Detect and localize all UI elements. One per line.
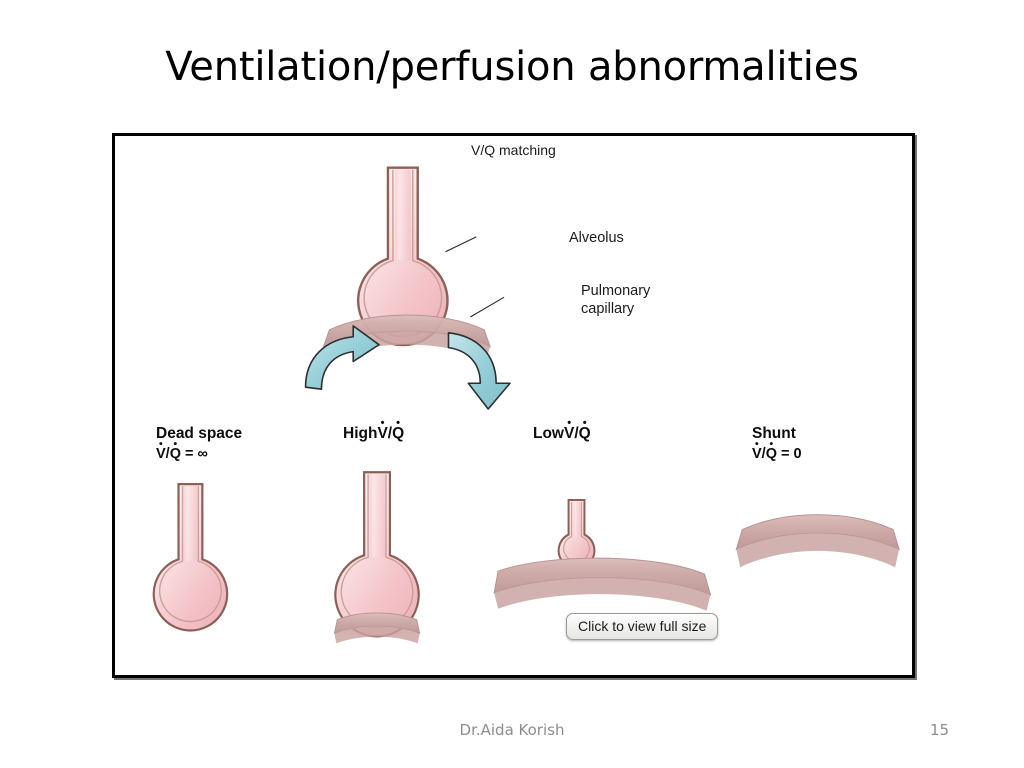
panel-dead-space-graphic: [149, 483, 230, 632]
footer-page-number: 15: [930, 721, 950, 739]
v-dot-icon: •: [755, 438, 759, 450]
q-dot-icon: •: [396, 417, 401, 430]
panel-label-shunt: Shunt •V/•Q = 0: [752, 425, 802, 462]
pulmonary-capillary-label-line1: Pulmonary: [581, 283, 651, 299]
q-dot-icon: •: [173, 438, 178, 450]
v-dot-icon: •: [159, 438, 163, 450]
page-title: Ventilation/perfusion abnormalities: [165, 44, 859, 90]
panel-label-high-vq: High•V/•Q: [343, 417, 405, 443]
vq-matching-title: V/Q matching: [471, 142, 556, 158]
capillary-leader-line: [470, 296, 505, 318]
panel-low-vq-graphic: [493, 498, 712, 611]
footer-author: Dr.Aida Korish: [459, 721, 565, 739]
panel-shunt-graphic: [735, 514, 900, 568]
dead-space-title: Dead space: [156, 425, 243, 442]
click-to-view-full-size-tooltip[interactable]: Click to view full size: [566, 613, 719, 640]
v-dot-icon: •: [380, 417, 385, 430]
vq-diagram: [149, 166, 900, 644]
q-dot-icon: •: [769, 438, 774, 450]
panel-high-vq-graphic: [332, 471, 421, 644]
figure-frame[interactable]: V/Q matching Alveolus Pulmonary capillar…: [112, 133, 915, 678]
panel-label-low-vq: Low•V/•Q: [533, 417, 591, 443]
pulmonary-capillary-label-line2: capillary: [581, 301, 635, 318]
blood-inflow-arrow: [304, 325, 380, 390]
v-dot-icon: •: [567, 417, 572, 430]
dead-space-ratio: •V/•Q = ∞: [156, 438, 208, 462]
blood-outflow-arrow: [447, 332, 511, 410]
shunt-title: Shunt: [752, 425, 796, 442]
panel-label-dead-space: Dead space •V/•Q = ∞: [156, 425, 242, 462]
shunt-ratio: •V/•Q = 0: [752, 438, 802, 462]
top-panel-vq-matching: [304, 166, 511, 410]
q-dot-icon: •: [582, 417, 587, 430]
low-vq-title-row: Low•V/•Q: [533, 417, 591, 442]
alveolus-label: Alveolus: [569, 230, 624, 246]
pulmonary-capillary-label: Pulmonary capillary: [581, 282, 650, 318]
high-vq-title-row: High•V/•Q: [343, 417, 405, 442]
alveolus-leader-line: [445, 236, 477, 253]
